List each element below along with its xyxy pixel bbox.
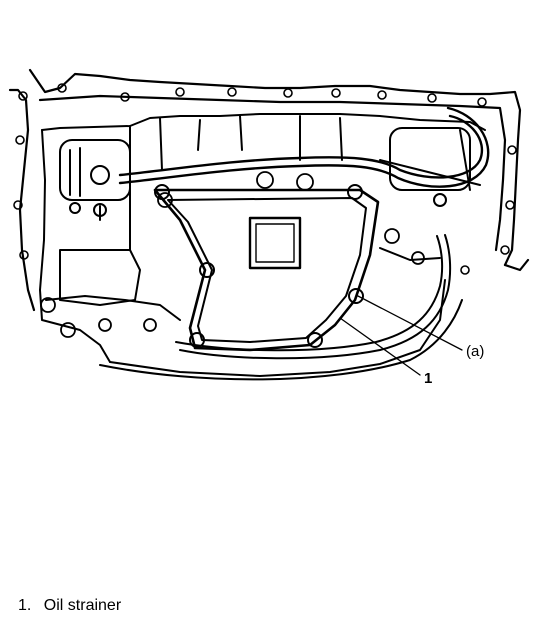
leader-1: [339, 317, 421, 376]
oil-strainer: [153, 184, 380, 352]
oil-pipes: [99, 234, 463, 381]
valve-body-bolts: [40, 171, 425, 338]
valve-body: [39, 113, 486, 377]
wiring-harness: [118, 106, 490, 188]
legend-label: Oil strainer: [43, 597, 122, 614]
solenoid-right: [389, 127, 471, 207]
solenoid-left: [59, 139, 131, 221]
callout-1: 1: [424, 370, 432, 387]
leader-a: [357, 295, 463, 351]
flange-bolt-holes: [13, 83, 517, 275]
legend-number: 1.: [18, 597, 32, 614]
legend: 1. Oil strainer: [18, 597, 121, 615]
callout-a: (a): [466, 343, 484, 360]
callout-leaders: [339, 295, 463, 376]
